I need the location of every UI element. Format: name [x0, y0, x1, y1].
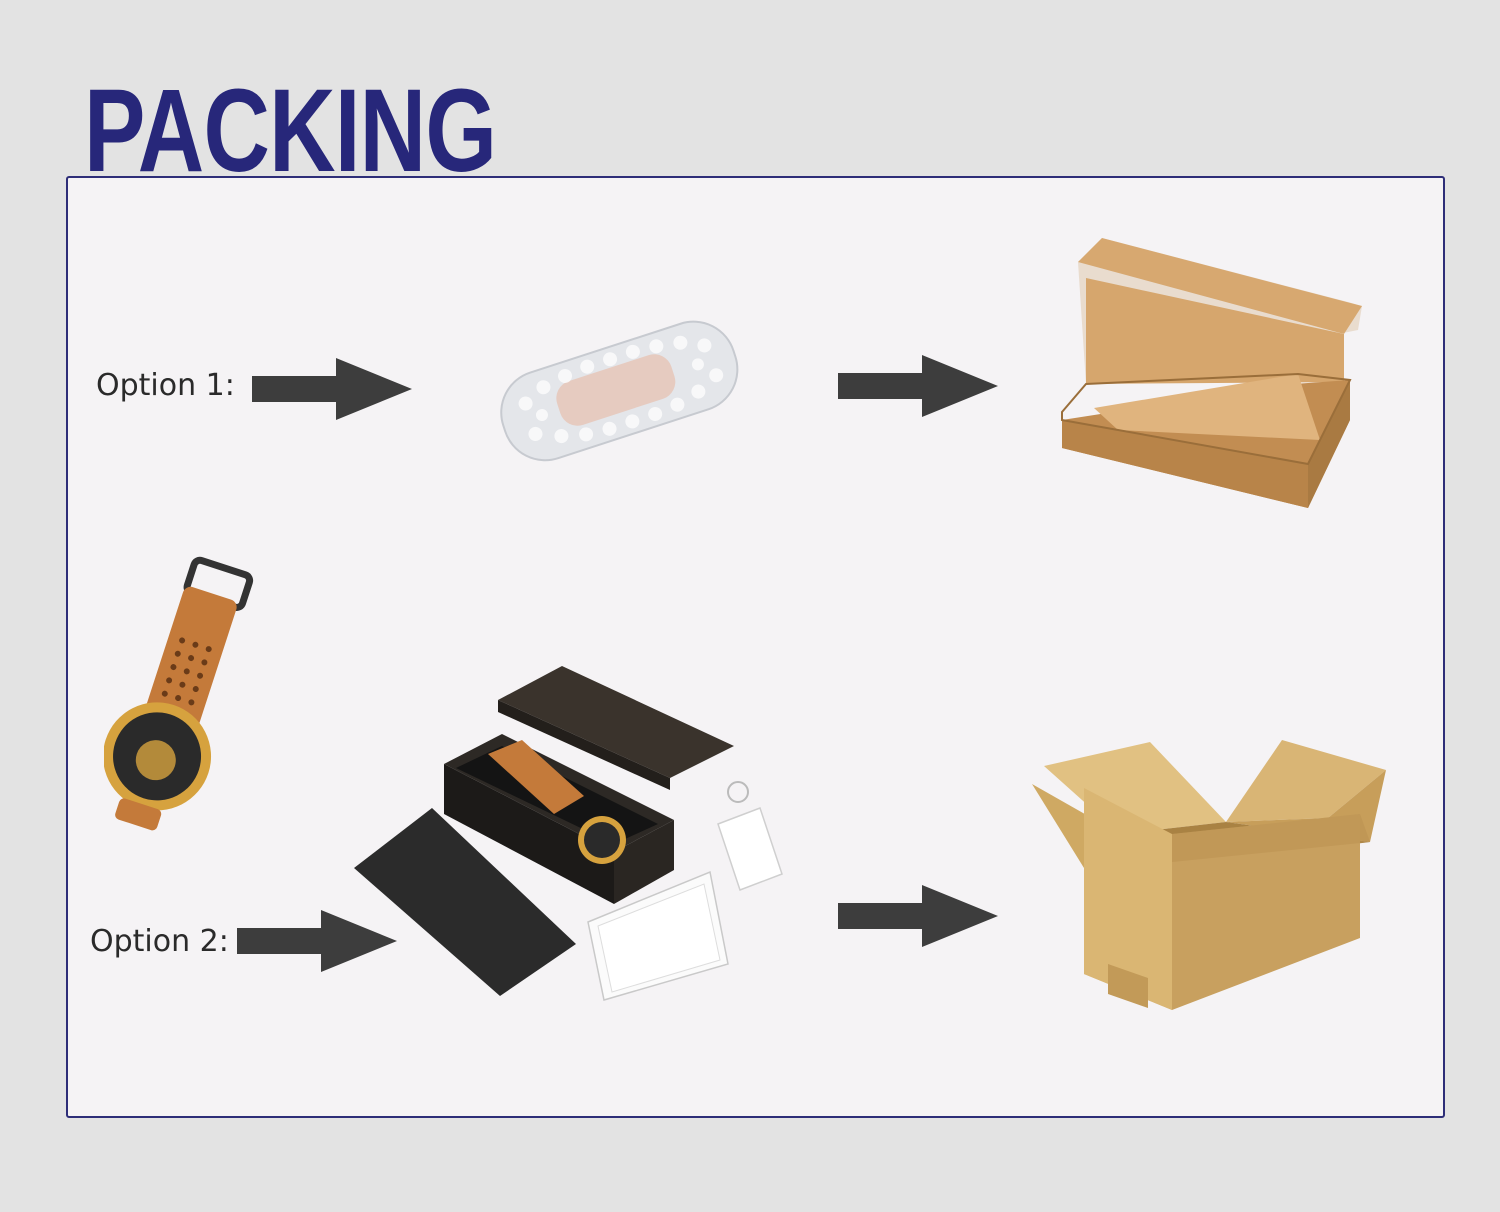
watch-icon — [104, 552, 254, 832]
right-arrow-icon — [838, 885, 1000, 947]
right-arrow-icon — [838, 355, 1000, 417]
bubble-wrap-icon — [486, 294, 752, 486]
right-arrow-icon — [252, 358, 414, 420]
page-title: PACKING — [84, 72, 497, 176]
mailer-box-icon — [1058, 234, 1368, 514]
right-arrow-icon — [237, 910, 399, 972]
option-1-label: Option 1: — [96, 368, 235, 403]
gift-box-icon — [352, 664, 792, 1014]
shipping-box-icon — [1030, 738, 1390, 1014]
option-2-label: Option 2: — [90, 924, 229, 959]
